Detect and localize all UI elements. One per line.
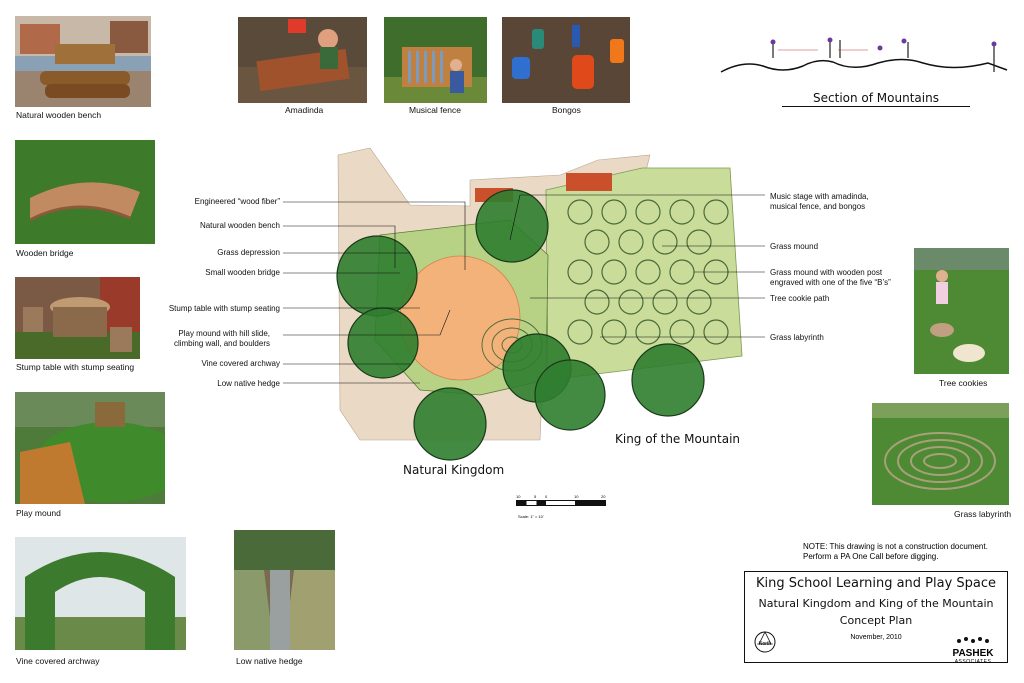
plan-grass-mound [635,319,661,345]
photo-grass-labyrinth [872,403,1009,505]
scale-bar: 10 5 0 10 20 [516,494,608,521]
caption-native-hedge: Low native hedge [236,656,303,666]
plan-tree [336,235,418,317]
photo-bongos [502,17,630,103]
section-title: Section of Mountains [782,91,970,107]
label-stump-table: Stump table with stump seating [168,304,280,313]
plan-grass-mound [618,289,644,315]
photo-vine-archway [15,537,186,650]
plan-tree [534,359,606,431]
plan-tree [631,343,705,417]
plan-benches [475,173,612,202]
caption-bongos: Bongos [552,105,581,115]
plan-grass-mound [652,289,678,315]
note-line: Perform a PA One Call before digging. [803,552,939,561]
photo-musical-fence [384,17,487,103]
label-grass-mound: Grass mound [770,242,819,251]
label-vine-archway: Vine covered archway [201,359,280,368]
plan-grass-mound [686,229,712,255]
project-title: King School Learning and Play Space [755,576,997,591]
label-engineered-wood-fiber: Engineered “wood fiber” [194,197,280,206]
plan-grass-mound [567,199,593,225]
caption-musical-fence: Musical fence [409,105,461,115]
caption-stump-table: Stump table with stump seating [16,362,135,372]
scale-tick: 10 [574,494,579,499]
scale-tick: 0 [545,494,548,499]
plan-tree [413,387,487,461]
plan-sand-base [337,147,651,441]
label-low-native-hedge: Low native hedge [217,379,280,388]
north-arrow-icon [754,631,776,653]
plan-mulch-area [399,255,521,381]
photo-natural-wooden-bench [15,16,151,107]
scale-tick: 10 [516,494,521,499]
plan-grass-mounds [567,199,729,345]
project-subtitle-2: Concept Plan [839,614,913,627]
photo-stump-table [15,277,140,359]
firm-logo: PASHEK ASSOCIATES [945,631,1001,665]
photo-wooden-bridge [15,140,155,244]
photo-tree-cookies [914,248,1009,374]
plan-grass-left [374,219,549,396]
plan-grass-right [545,167,743,381]
plan-trees [336,189,705,461]
plan-tree [475,189,549,263]
scale-tick: 20 [601,494,606,499]
plan-grass-mound [703,319,729,345]
scale-tick: 5 [534,494,537,499]
label-small-wooden-bridge: Small wooden bridge [205,268,280,277]
zone-king-of-the-mountain: King of the Mountain [615,432,741,446]
caption-tree-cookies: Tree cookies [939,378,988,388]
plan-grass-mound [584,289,610,315]
label-tree-cookie-path: Tree cookie path [770,294,830,303]
plan-grass-mound [567,259,593,285]
plan-grass-mound [635,259,661,285]
title-block: King School Learning and Play Space Natu… [744,571,1008,665]
plan-leader-lines [283,194,765,384]
section-of-mountains-sketch [720,37,1008,73]
plan-grass-mound [669,259,695,285]
plan-grass-mound [669,199,695,225]
plan-grass-mound [601,319,627,345]
plan-grass-mound [635,199,661,225]
plan-grass-mound [703,199,729,225]
north-label: North [758,641,772,647]
label-play-mound: Play mound with hill slide, climbing wal… [173,329,270,348]
project-date: November, 2010 [850,634,902,641]
construction-note: NOTE: This drawing is not a construction… [803,542,988,562]
plan-grass-mound [669,319,695,345]
caption-wooden-bridge: Wooden bridge [16,248,74,258]
plan-grass-mound [652,229,678,255]
label-natural-wooden-bench: Natural wooden bench [199,221,280,230]
scale-label: Scale: 1" = 10' [518,514,544,519]
plan-labyrinth [481,318,543,372]
firm-logo-icon [957,637,989,643]
plan-tree [347,307,419,379]
label-music-stage: Music stage with amadinda, musical fence… [770,192,869,211]
label-grass-mound-post: Grass mound with wooden post engraved wi… [770,268,891,287]
zone-natural-kingdom: Natural Kingdom [403,463,505,477]
caption-amadinda: Amadinda [285,105,324,115]
firm-name: PASHEK [952,648,994,659]
photo-play-mound [15,392,165,504]
label-grass-labyrinth: Grass labyrinth [770,333,824,342]
plan-grass-mound [686,289,712,315]
firm-sub: ASSOCIATES [954,659,992,665]
label-grass-depression: Grass depression [217,248,280,257]
caption-grass-labyrinth: Grass labyrinth [954,509,1012,519]
plan-grass-mound [601,259,627,285]
caption-play-mound: Play mound [16,508,61,518]
plan-grass-mound [584,229,610,255]
caption-vine-archway: Vine covered archway [16,656,100,666]
plan-grass-mound [618,229,644,255]
plan-grass-mound [601,199,627,225]
caption-natural-wooden-bench: Natural wooden bench [16,110,102,120]
plan-grass-mound [703,259,729,285]
photo-native-hedge [234,530,335,650]
plan-tree [502,333,572,403]
project-subtitle: Natural Kingdom and King of the Mountain [758,597,994,610]
note-line: NOTE: This drawing is not a construction… [803,542,988,551]
plan-grass-mound [567,319,593,345]
photo-amadinda [238,17,367,103]
